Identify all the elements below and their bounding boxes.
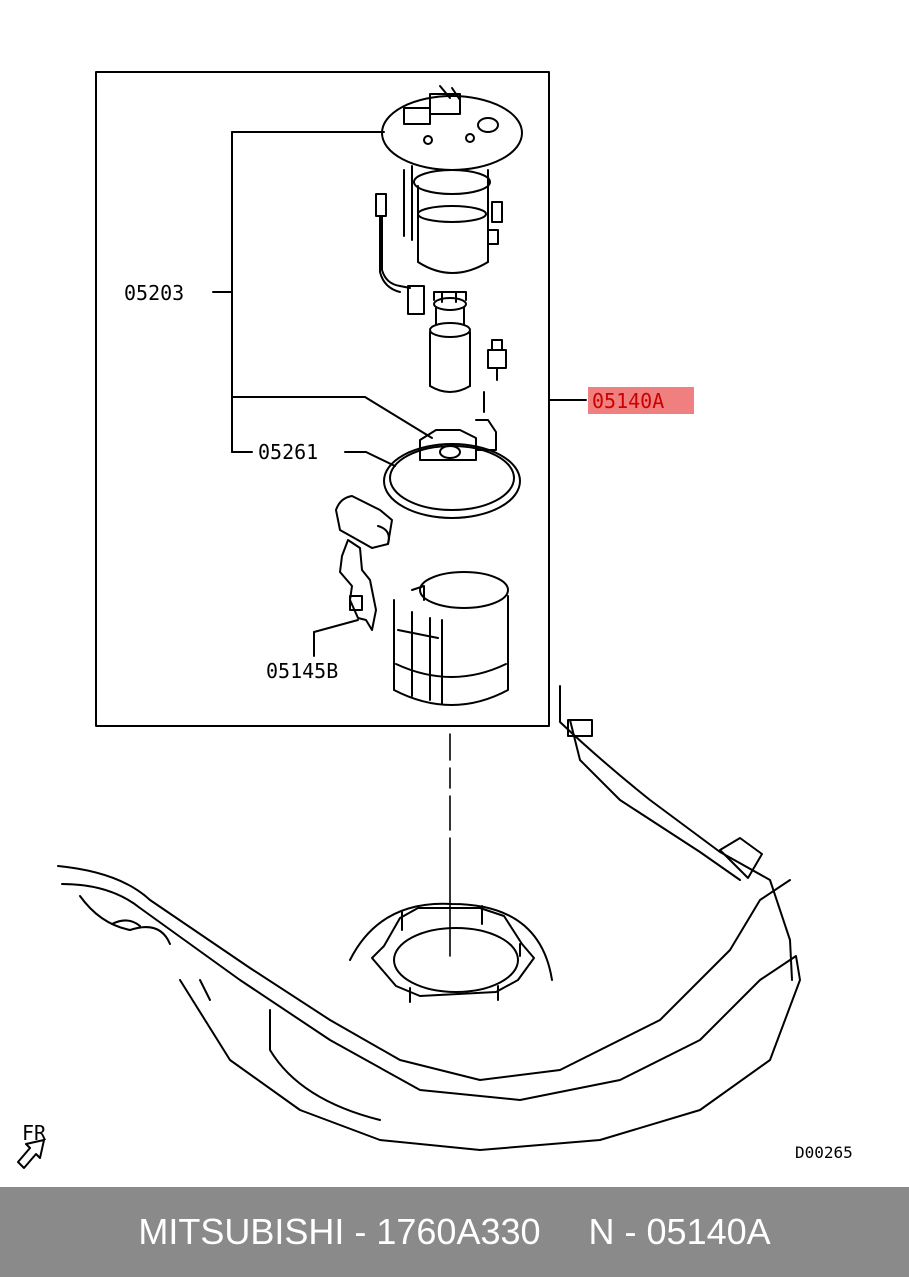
direction-label: FR [22,1121,47,1145]
pump-wiring [375,193,425,315]
front-direction-arrow [17,1139,45,1169]
callout-05261: 05261 [258,440,318,464]
parts-diagram: 05203 05261 05140A 05145B FR D00265 [17,71,853,1169]
pump-flange [381,85,523,171]
pump-holder [419,419,497,461]
drawing-code: D00265 [795,1143,853,1162]
callout-bracket-05203 [212,131,433,453]
pump-reservoir [403,165,503,274]
callout-leader-05261 [344,451,396,467]
reservoir-cup [393,571,509,706]
fuel-tank [57,685,801,1151]
footer-reference: N - 05140A [588,1211,771,1252]
callout-05145b: 05145B [266,659,338,683]
assembly-frame [95,71,550,727]
callout-05203: 05203 [124,281,184,305]
relief-valve [483,339,507,413]
fuel-pump [429,291,471,393]
callout-05140a: 05140A [592,389,664,413]
gasket-ring [383,443,521,519]
callout-leader-05145b [313,619,359,657]
tank-opening [349,902,553,1003]
highlight-box-05140a [588,387,694,414]
fuel-gauge-sender [335,495,393,631]
part-info-footer: MITSUBISHI - 1760A330 N - 05140A [0,1187,909,1277]
footer-brand-part: MITSUBISHI - 1760A330 [138,1211,541,1252]
